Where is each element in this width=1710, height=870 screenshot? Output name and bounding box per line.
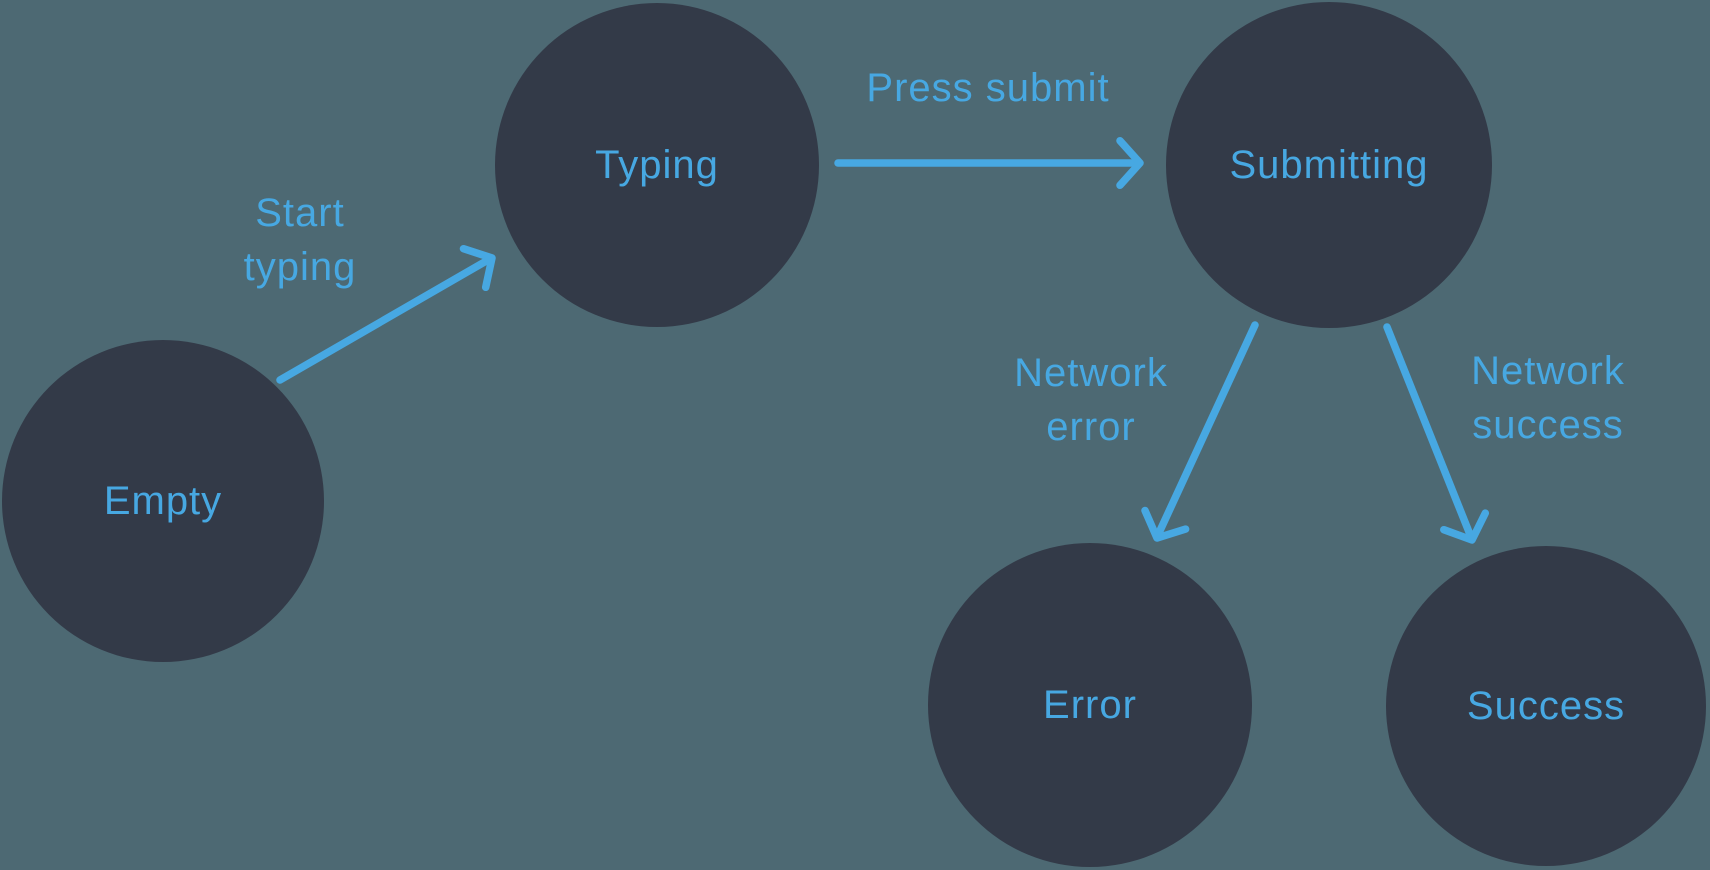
state-node-success: Success	[1386, 546, 1706, 866]
edge-label-press-submit: Press submit	[866, 66, 1110, 110]
state-node-error: Error	[928, 543, 1252, 867]
edge-label-start-typing: Start typing	[243, 191, 357, 289]
state-node-label: Success	[1466, 683, 1626, 728]
state-node-label: Submitting	[1229, 142, 1429, 187]
state-node-label: Empty	[103, 478, 223, 523]
state-node-typing: Typing	[495, 3, 819, 327]
edge-label-network-success: Network success	[1471, 349, 1625, 447]
edge-typing-to-submitting-arrow	[834, 136, 1144, 190]
state-node-empty: Empty	[2, 340, 324, 662]
edge-label-network-error: Network error	[1014, 351, 1168, 449]
state-node-submitting: Submitting	[1166, 2, 1492, 328]
state-node-label: Error	[1043, 682, 1137, 727]
state-node-label: Typing	[595, 142, 719, 187]
